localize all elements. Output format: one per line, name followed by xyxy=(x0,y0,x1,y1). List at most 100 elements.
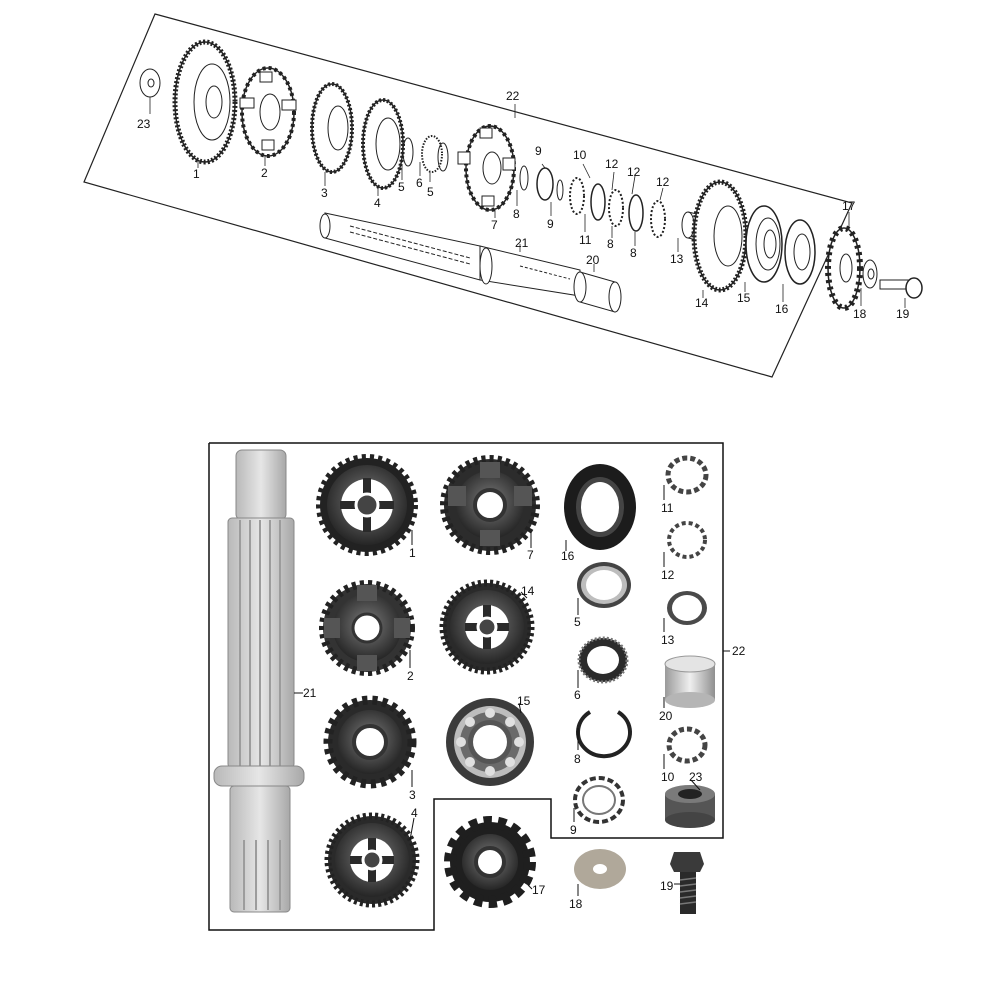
photo-label-3: 3 xyxy=(409,788,416,802)
callout-9b: 9 xyxy=(547,217,554,231)
photo-part-19-bolt xyxy=(670,852,704,914)
photo-part-11-ring xyxy=(665,455,709,495)
part-5-6-rings-drawing xyxy=(402,135,449,173)
photo-label-20: 20 xyxy=(659,709,673,723)
parts-photo-panel: 21 22 1 2 3 4 7 14 15 17 16 5 6 8 9 11 1… xyxy=(208,442,746,931)
callout-9a: 9 xyxy=(535,144,542,158)
part-18-washer-drawing xyxy=(862,259,878,289)
photo-label-17: 17 xyxy=(532,883,546,897)
photo-label-22: 22 xyxy=(732,644,746,658)
callout-7: 7 xyxy=(491,218,498,232)
callout-21: 21 xyxy=(515,236,529,250)
photo-part-20-sleeve xyxy=(664,655,716,708)
photo-part-3-gear xyxy=(323,695,417,789)
photo-label-10: 10 xyxy=(661,770,675,784)
part-20-sleeve-drawing xyxy=(573,271,622,313)
photo-part-17-sprocket xyxy=(444,816,536,908)
part-21-shaft-drawing xyxy=(319,212,581,297)
part-7-gear-drawing xyxy=(457,124,516,212)
callout-23: 23 xyxy=(137,117,151,131)
part-17-sprocket-drawing xyxy=(825,225,863,311)
callout-10: 10 xyxy=(573,148,587,162)
photo-label-9: 9 xyxy=(570,823,577,837)
photo-part-9-ring xyxy=(573,776,625,824)
photo-part-4-gear xyxy=(324,812,420,908)
photo-label-18: 18 xyxy=(569,897,583,911)
part-1-gear-drawing xyxy=(172,39,238,165)
photo-part-6-needle-bearing xyxy=(577,636,629,684)
callout-8a: 8 xyxy=(513,207,520,221)
photo-part-2-gear xyxy=(319,580,415,676)
photo-label-11: 11 xyxy=(661,501,674,515)
exploded-view-frame xyxy=(83,13,853,378)
callout-1: 1 xyxy=(193,167,200,181)
callout-12c: 12 xyxy=(656,175,670,189)
callout-16: 16 xyxy=(775,302,789,316)
photo-labels: 21 22 1 2 3 4 7 14 15 17 16 5 6 8 9 11 1… xyxy=(303,501,746,911)
exploded-callouts: 22 23 1 2 3 4 5 6 5 7 8 9 9 10 12 12 12 … xyxy=(137,89,910,321)
photo-label-4: 4 xyxy=(411,806,418,820)
callout-17: 17 xyxy=(842,199,856,213)
photo-leader-lines xyxy=(294,485,730,896)
exploded-leader-lines xyxy=(149,97,906,308)
photo-label-12: 12 xyxy=(661,568,675,582)
callout-18: 18 xyxy=(853,307,867,321)
part-15-bearing-drawing xyxy=(745,205,783,283)
exploded-group-label: 22 xyxy=(506,89,520,103)
photo-label-5: 5 xyxy=(574,615,581,629)
photo-part-8-circlip xyxy=(576,710,632,759)
callout-14: 14 xyxy=(695,296,709,310)
exploded-view: 22 23 1 2 3 4 5 6 5 7 8 9 9 10 12 12 12 … xyxy=(83,13,923,378)
part-2-gear-drawing xyxy=(239,66,297,158)
callout-12b: 12 xyxy=(627,165,641,179)
part-3-gear-drawing xyxy=(310,82,354,174)
photo-part-1-gear xyxy=(316,454,418,556)
photo-label-15: 15 xyxy=(517,694,531,708)
photo-part-15-bearing xyxy=(446,698,534,786)
photo-label-2: 2 xyxy=(407,669,414,683)
photo-part-12-ring xyxy=(667,521,707,559)
callout-15: 15 xyxy=(737,291,751,305)
photo-part-18-washer xyxy=(574,849,626,889)
callout-5b: 5 xyxy=(427,185,434,199)
callout-12a: 12 xyxy=(605,157,619,171)
photo-label-6: 6 xyxy=(574,688,581,702)
part-19-bolt-drawing xyxy=(879,277,923,299)
photo-part-16-seal xyxy=(564,464,636,550)
photo-part-14-gear xyxy=(439,579,535,675)
parts-panel-border xyxy=(208,442,724,931)
callout-8c: 8 xyxy=(630,246,637,260)
callout-4: 4 xyxy=(374,196,381,210)
callout-8b: 8 xyxy=(607,237,614,251)
photo-label-23: 23 xyxy=(689,770,703,784)
callout-11: 11 xyxy=(579,233,592,247)
photo-label-7: 7 xyxy=(527,548,534,562)
photo-label-21: 21 xyxy=(303,686,317,700)
photo-label-16: 16 xyxy=(561,549,575,563)
callout-19: 19 xyxy=(896,307,910,321)
part-14-gear-drawing xyxy=(691,179,749,293)
photo-label-19: 19 xyxy=(660,879,674,893)
photo-part-23-collar xyxy=(665,785,715,828)
part-16-seal-drawing xyxy=(784,219,816,285)
callout-6: 6 xyxy=(416,176,423,190)
photo-part-10-ring xyxy=(666,726,708,764)
callout-13: 13 xyxy=(670,252,684,266)
callout-3: 3 xyxy=(321,186,328,200)
photo-part-7-gear xyxy=(440,455,540,555)
photo-label-1: 1 xyxy=(409,546,416,560)
photo-part-13-ring xyxy=(667,591,707,625)
callout-5a: 5 xyxy=(398,180,405,194)
photo-part-21-shaft xyxy=(213,449,305,913)
part-23-washer-drawing xyxy=(139,68,161,98)
callout-20: 20 xyxy=(586,253,600,267)
part-4-gear-drawing xyxy=(361,98,405,190)
callout-2: 2 xyxy=(261,166,268,180)
photo-part-5-ring xyxy=(577,562,631,608)
part-8-12-rings-drawing xyxy=(519,165,666,238)
photo-label-14: 14 xyxy=(521,584,535,598)
photo-label-13: 13 xyxy=(661,633,675,647)
photo-label-8: 8 xyxy=(574,752,581,766)
